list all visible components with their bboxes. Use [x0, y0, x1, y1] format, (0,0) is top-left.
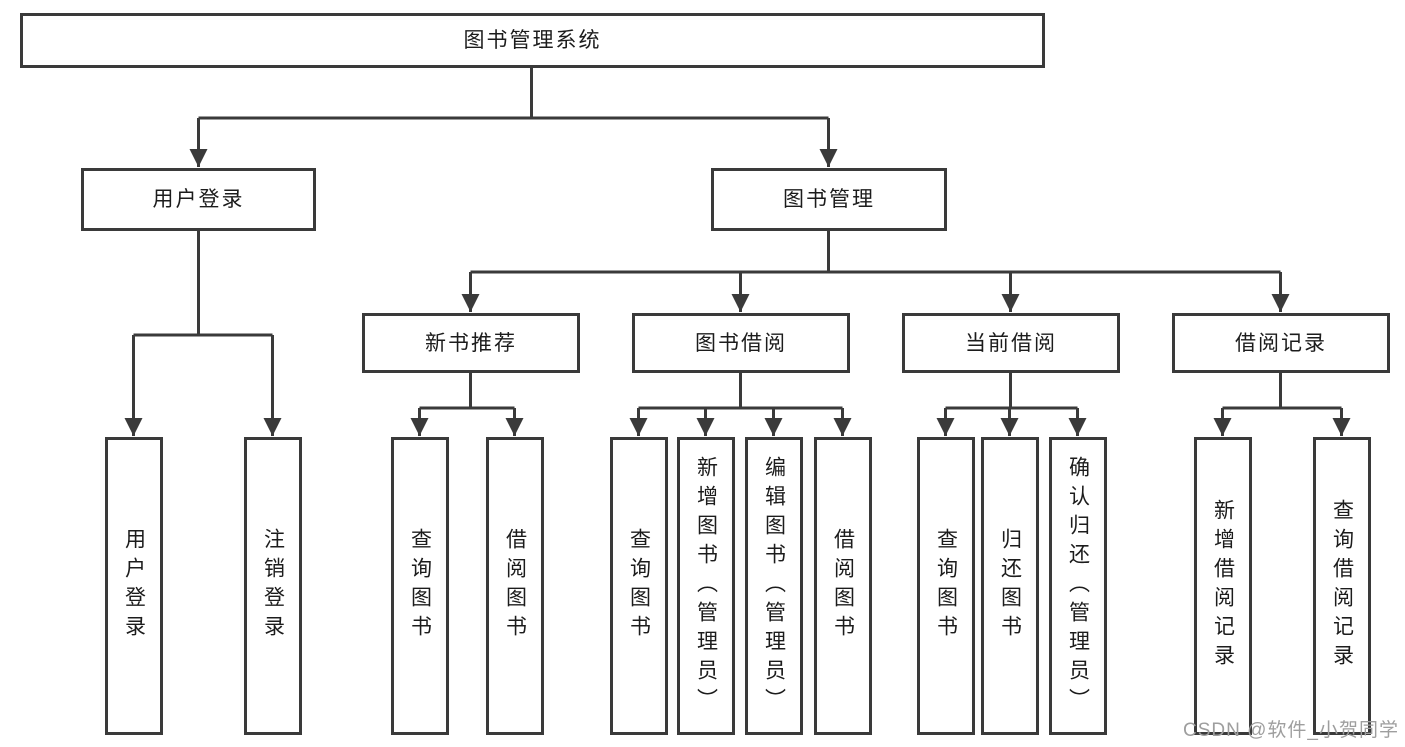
leaf-add-book-admin: 新增图书（管理员）	[677, 437, 735, 735]
leaf-query-books-borrow: 查询图书	[610, 437, 668, 735]
node-book-management: 图书管理	[711, 168, 947, 231]
leaf-confirm-return-admin: 确认归还（管理员）	[1049, 437, 1107, 735]
watermark: CSDN @软件_小贺同学	[1183, 720, 1399, 741]
node-borrowing-records: 借阅记录	[1172, 313, 1390, 373]
node-system-root: 图书管理系统	[20, 13, 1045, 68]
node-user-login: 用户登录	[81, 168, 316, 231]
node-new-book-recommend: 新书推荐	[362, 313, 580, 373]
leaf-logout: 注销登录	[244, 437, 302, 735]
node-current-borrowing: 当前借阅	[902, 313, 1120, 373]
leaf-query-borrow-record: 查询借阅记录	[1313, 437, 1371, 735]
leaf-edit-book-admin: 编辑图书（管理员）	[745, 437, 803, 735]
leaf-query-books-current: 查询图书	[917, 437, 975, 735]
leaf-borrow-books-recommend: 借阅图书	[486, 437, 544, 735]
leaf-user-login: 用户登录	[105, 437, 163, 735]
leaf-add-borrow-record: 新增借阅记录	[1194, 437, 1252, 735]
leaf-borrow-books: 借阅图书	[814, 437, 872, 735]
leaf-query-books-recommend: 查询图书	[391, 437, 449, 735]
node-book-borrowing: 图书借阅	[632, 313, 850, 373]
leaf-return-book: 归还图书	[981, 437, 1039, 735]
